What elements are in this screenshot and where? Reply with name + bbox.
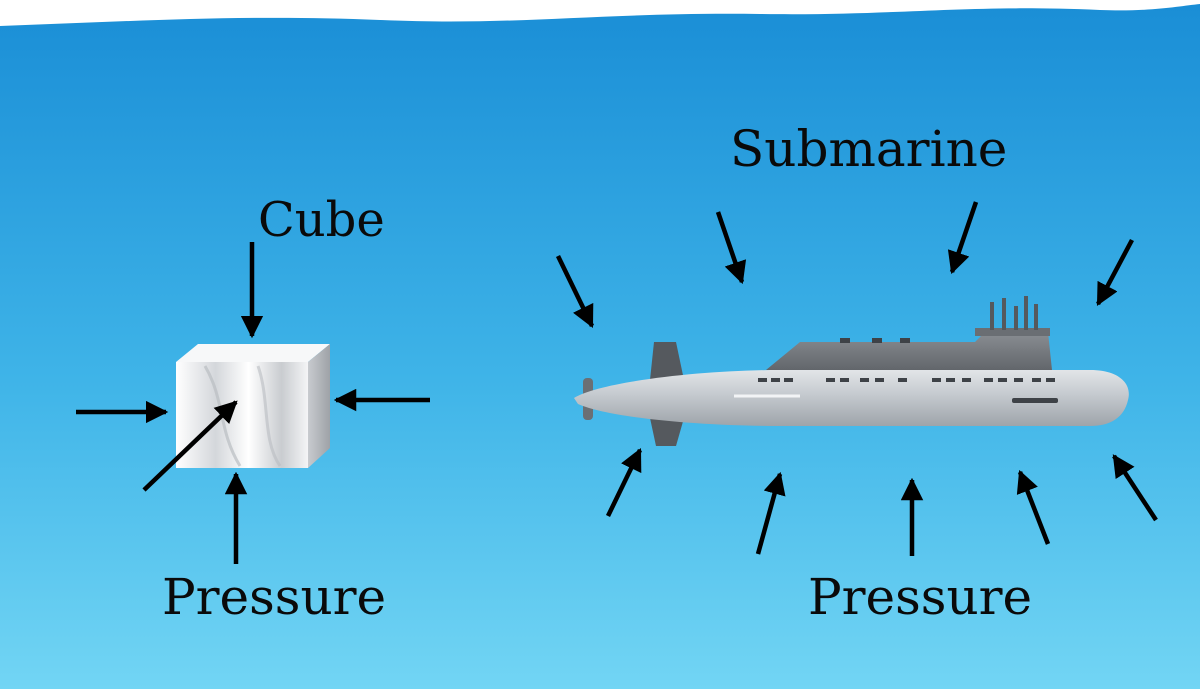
pressure-label-left: Pressure <box>162 572 386 622</box>
submarine-label: Submarine <box>730 124 1007 174</box>
cube-label: Cube <box>258 196 385 244</box>
pressure-label-right: Pressure <box>808 572 1032 622</box>
cube-icon <box>176 344 330 468</box>
